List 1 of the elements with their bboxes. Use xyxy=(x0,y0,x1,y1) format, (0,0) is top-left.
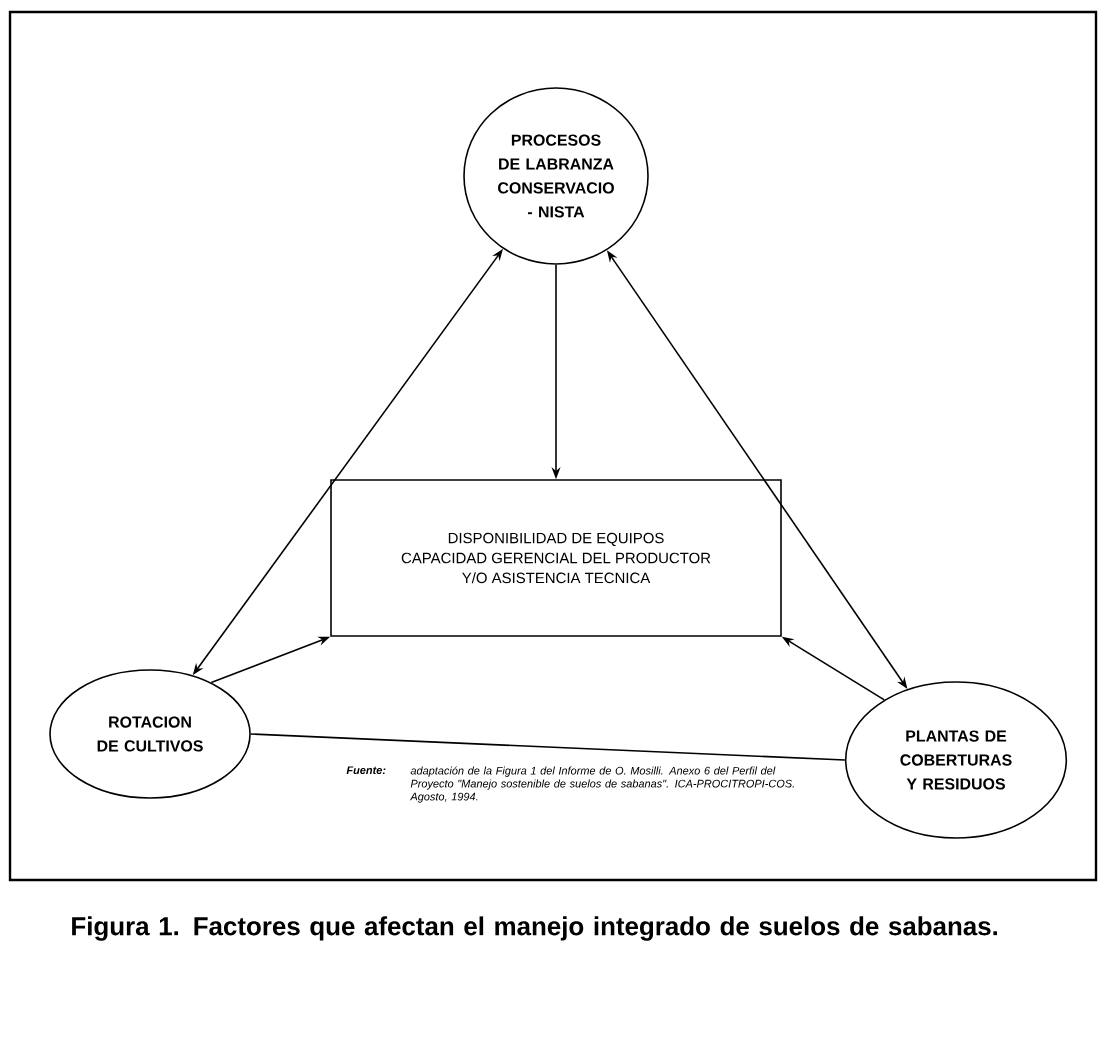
figure-caption: Figura 1. Factores que afectan el manejo integrado de suelos de sabanas. xyxy=(72,916,997,941)
